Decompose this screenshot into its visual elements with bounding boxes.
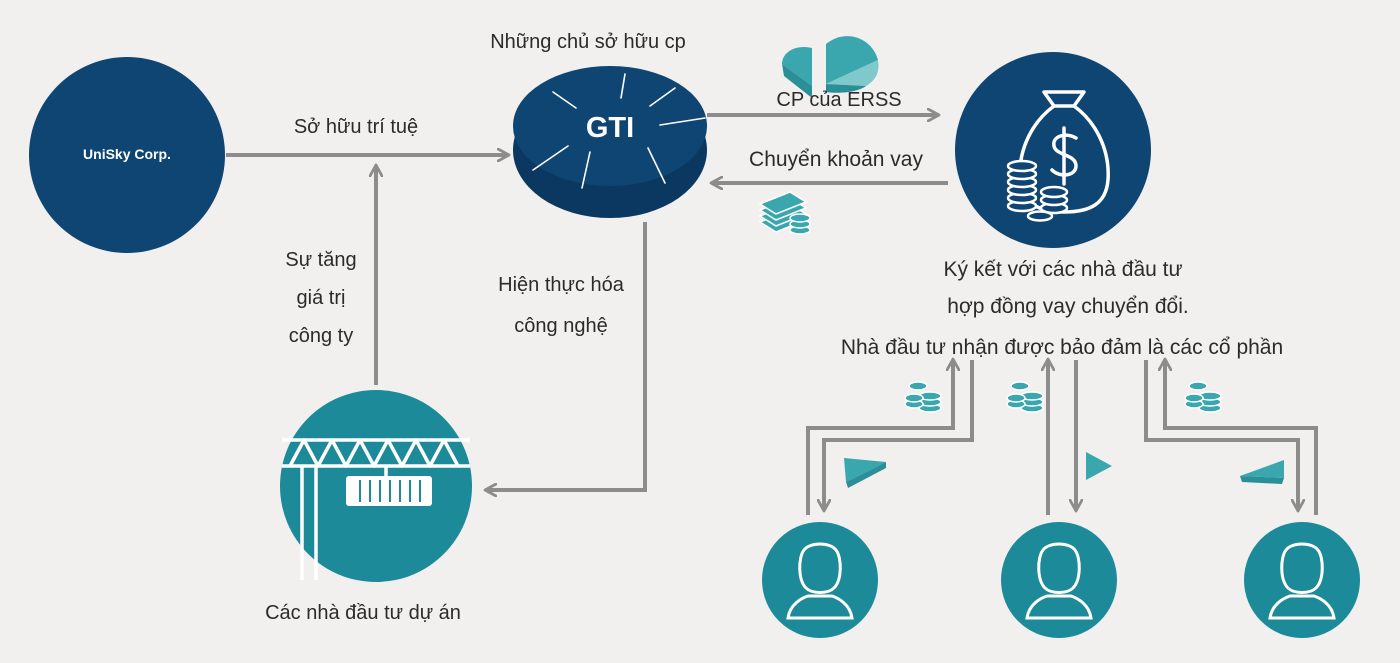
gti-node (513, 66, 707, 218)
arrow-investor3-down (1144, 360, 1298, 510)
realize-tech-line-2: công nghệ (514, 315, 608, 337)
arrow-investor1-up (806, 360, 953, 515)
realize-tech-line-1: Hiện thực hóa (498, 274, 624, 296)
investor-note-line-1: Ký kết với các nhà đầu tư (943, 258, 1183, 281)
arrow-gti-to-projects (486, 222, 647, 490)
coin-stack-icon-2 (1006, 381, 1044, 413)
arrow-investor1-down (824, 360, 974, 510)
share-wedge-icon-1 (844, 458, 886, 488)
person-icon (786, 542, 854, 620)
value-increase-line-2: giá trị (296, 287, 346, 309)
pie-chart-icon (782, 36, 879, 98)
container-icon (346, 476, 432, 506)
investor-node-1 (762, 522, 878, 638)
person-icon (1025, 542, 1093, 620)
value-increase-line-1: Sự tăng (285, 249, 357, 271)
loan-transfer-label: Chuyển khoản vay (749, 148, 923, 171)
arrow-investor3-up (1165, 360, 1318, 515)
gti-label: GTI (585, 112, 635, 144)
project-investors-node (280, 390, 472, 582)
investor-node-3 (1244, 522, 1360, 638)
gti-caption: Những chủ sở hữu cp (490, 31, 686, 53)
investor-note-line-2: hợp đồng vay chuyển đổi. (947, 295, 1189, 318)
project-investors-label: Các nhà đầu tư dự án (265, 602, 461, 624)
money-bag-node (955, 52, 1151, 248)
value-increase-line-3: công ty (288, 325, 354, 347)
cash-stack-icon (758, 191, 811, 235)
ip-edge-label: Sở hữu trí tuệ (293, 116, 419, 138)
unisky-label: UniSky Corp. (83, 146, 171, 162)
share-wedge-icon-2 (1086, 452, 1112, 480)
unisky-node (29, 57, 225, 253)
coin-stack-icon-1 (904, 381, 942, 413)
gantry-crane-icon (282, 438, 470, 580)
connector-arrows (226, 115, 1318, 515)
investor-node-2 (1001, 522, 1117, 638)
person-icon (1268, 542, 1336, 620)
investor-note-line-3: Nhà đầu tư nhận được bảo đảm là các cổ p… (840, 336, 1284, 359)
erss-shares-label: CP của ERSS (776, 89, 902, 111)
coin-stack-icon (1006, 159, 1069, 222)
share-wedge-icon-3 (1240, 460, 1284, 484)
coin-stack-icon-3 (1184, 381, 1222, 413)
